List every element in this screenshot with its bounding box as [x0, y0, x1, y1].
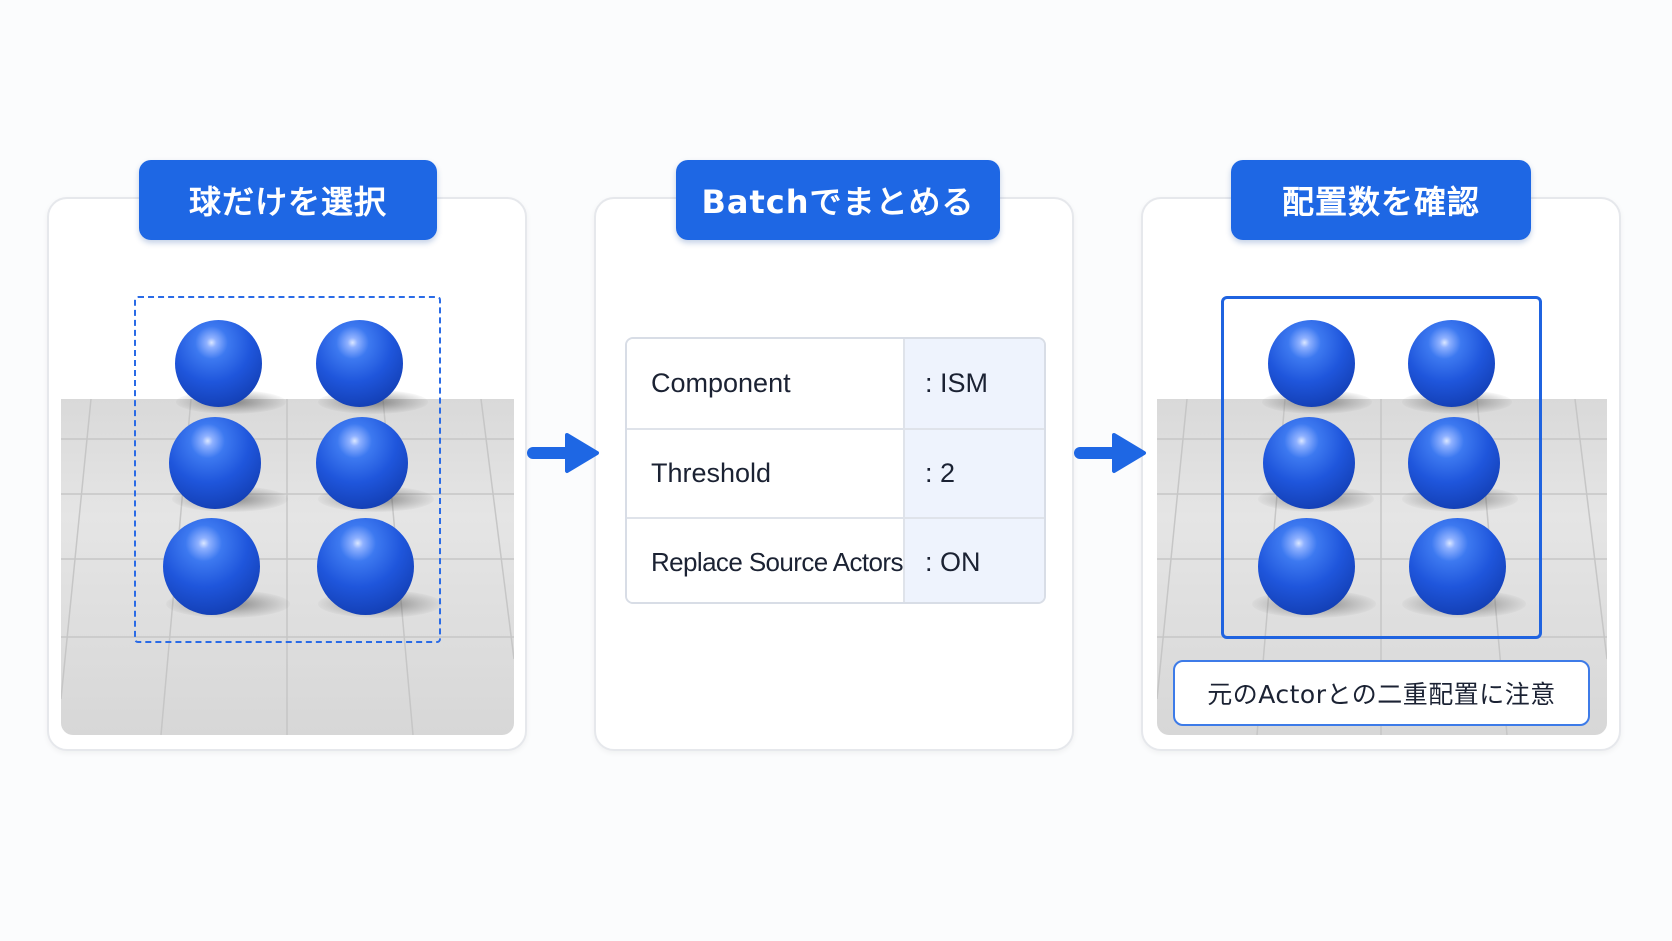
setting-key: Replace Source Actors — [627, 519, 905, 602]
sphere[interactable] — [175, 320, 262, 407]
setting-key: Component — [627, 339, 905, 428]
setting-value[interactable]: : 2 — [905, 430, 1044, 517]
setting-value[interactable]: : ON — [905, 519, 1044, 602]
sphere[interactable] — [1408, 417, 1500, 509]
step-1-title: 球だけを選択 — [139, 160, 437, 240]
step-2-title: Batchでまとめる — [676, 160, 1000, 240]
setting-row-threshold: Threshold : 2 — [627, 428, 1044, 517]
setting-value[interactable]: : ISM — [905, 339, 1044, 428]
sphere[interactable] — [163, 518, 260, 615]
sphere[interactable] — [1258, 518, 1355, 615]
sphere[interactable] — [1408, 320, 1495, 407]
sphere[interactable] — [316, 417, 408, 509]
sphere[interactable] — [169, 417, 261, 509]
batch-settings-table: Component : ISM Threshold : 2 Replace So… — [625, 337, 1046, 604]
sphere[interactable] — [1263, 417, 1355, 509]
arrow-right-icon — [1074, 433, 1146, 473]
sphere[interactable] — [1268, 320, 1355, 407]
arrow-right-icon — [527, 433, 599, 473]
viewport-floor — [61, 399, 514, 735]
setting-key: Threshold — [627, 430, 905, 517]
setting-row-component: Component : ISM — [627, 339, 1044, 428]
batched-selection-box[interactable] — [1221, 296, 1542, 639]
selection-marquee[interactable] — [134, 296, 441, 643]
setting-row-replace-source-actors: Replace Source Actors : ON — [627, 517, 1044, 602]
step-3-title: 配置数を確認 — [1231, 160, 1531, 240]
warning-note: 元のActorとの二重配置に注意 — [1173, 660, 1590, 726]
sphere[interactable] — [316, 320, 403, 407]
sphere[interactable] — [317, 518, 414, 615]
sphere[interactable] — [1409, 518, 1506, 615]
